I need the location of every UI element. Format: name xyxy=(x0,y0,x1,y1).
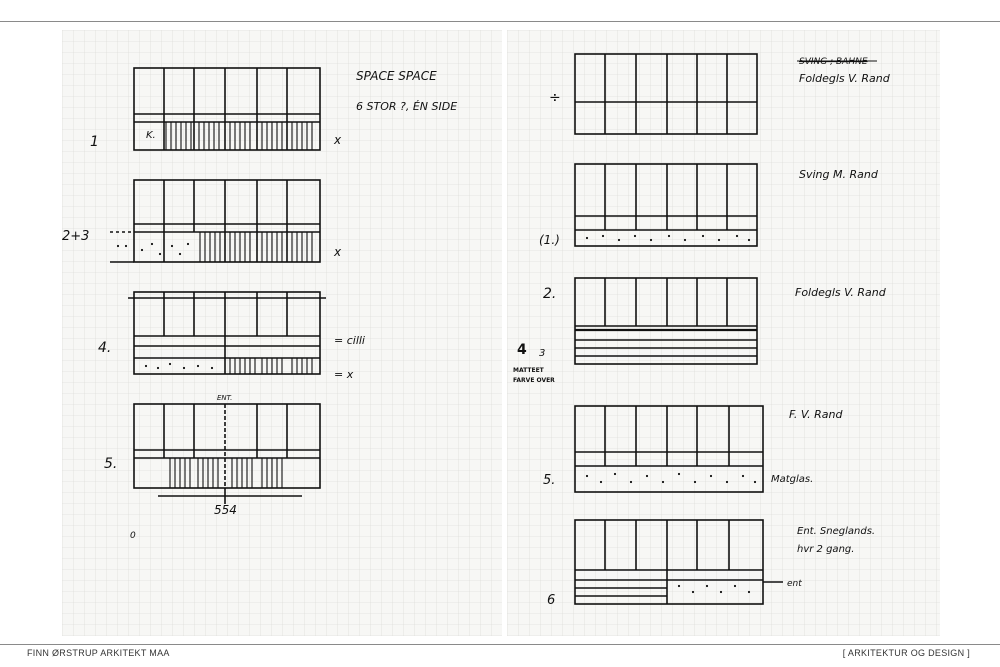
sketch-page-right: ÷ SVING ; BAHNE Foldegls V. Rand (1.) Sv… xyxy=(507,30,940,636)
side-label-3: 3 xyxy=(539,348,545,359)
sketch-page-left-drawing: SPACE SPACE 6 STOR ?, ÉN SIDE K. 1 x xyxy=(62,30,502,636)
sketch-label-r1: (1.) xyxy=(539,233,560,247)
dots-r5 xyxy=(585,472,757,484)
grid-paper xyxy=(62,30,502,636)
dots-4 xyxy=(144,362,214,370)
note-r5: F. V. Rand xyxy=(789,408,844,421)
facade-sketch-r6 xyxy=(574,519,783,605)
sketch-mark-1: x xyxy=(333,133,342,147)
sketch-page-right-drawing: ÷ SVING ; BAHNE Foldegls V. Rand (1.) Sv… xyxy=(507,30,940,636)
sketch-label-1: 1 xyxy=(90,134,99,150)
sketch-label-r5: 5. xyxy=(543,473,555,488)
dots-2-3 xyxy=(116,242,190,256)
grid-paper xyxy=(507,30,940,636)
sketch-label-4: 4. xyxy=(98,340,111,356)
note-r6-1: Ent. Sneglands. xyxy=(797,526,875,537)
sketch-label-r2: 2. xyxy=(543,286,556,302)
side-note-2: FARVE OVER xyxy=(513,377,555,384)
facade-sketch-top xyxy=(574,53,758,135)
sketch-mark-2-3: x xyxy=(333,245,342,259)
note-r5-right: Matglas. xyxy=(771,474,813,485)
side-note-1: MATTEET xyxy=(513,367,545,374)
footer-architect-name: FINN ØRSTRUP ARKITEKT MAA xyxy=(27,648,170,658)
note-r2: Foldegls V. Rand xyxy=(795,286,887,299)
sketch-label-2-3: 2+3 xyxy=(62,229,89,244)
zero-label: 0 xyxy=(130,531,136,541)
facade-sketch-r1 xyxy=(574,163,758,247)
dimension-label: 554 xyxy=(214,503,237,517)
top-margin xyxy=(0,0,1000,21)
sketch-label-r6: 6 xyxy=(547,593,555,608)
label-k: K. xyxy=(146,130,156,141)
note-struck: SVING ; BAHNE xyxy=(799,57,868,67)
note-r6-right: ent xyxy=(787,579,802,589)
note-top: Foldegls V. Rand xyxy=(799,72,891,85)
sketch-mark-4-top: = cilli xyxy=(334,334,365,347)
note-title: SPACE SPACE xyxy=(356,69,437,83)
bottom-divider xyxy=(0,644,1000,645)
sketch-page-left: SPACE SPACE 6 STOR ?, ÉN SIDE K. 1 x xyxy=(62,30,502,636)
dots-r1 xyxy=(585,234,751,242)
footer-section-label: [ ARKITEKTUR OG DESIGN ] xyxy=(842,648,970,658)
facade-sketch-r5 xyxy=(574,405,764,493)
note-r6-2: hvr 2 gang. xyxy=(797,544,854,555)
facade-sketch-1 xyxy=(133,67,321,151)
top-divider xyxy=(0,21,1000,22)
note-r1: Sving M. Rand xyxy=(799,168,879,181)
facade-sketch-r2 xyxy=(574,277,758,365)
dots-r6 xyxy=(677,584,751,594)
side-label-4: 4 xyxy=(517,342,527,358)
sketch-label-5: 5. xyxy=(104,456,117,472)
facade-sketch-2-3 xyxy=(110,179,321,263)
label-ent: ENT. xyxy=(217,394,232,402)
sketch-mark-4-bottom: = x xyxy=(334,368,354,381)
sketch-label-top: ÷ xyxy=(549,90,561,106)
facade-sketch-5 xyxy=(133,403,321,504)
facade-sketch-4 xyxy=(128,291,326,375)
note-sub: 6 STOR ?, ÉN SIDE xyxy=(356,100,457,113)
